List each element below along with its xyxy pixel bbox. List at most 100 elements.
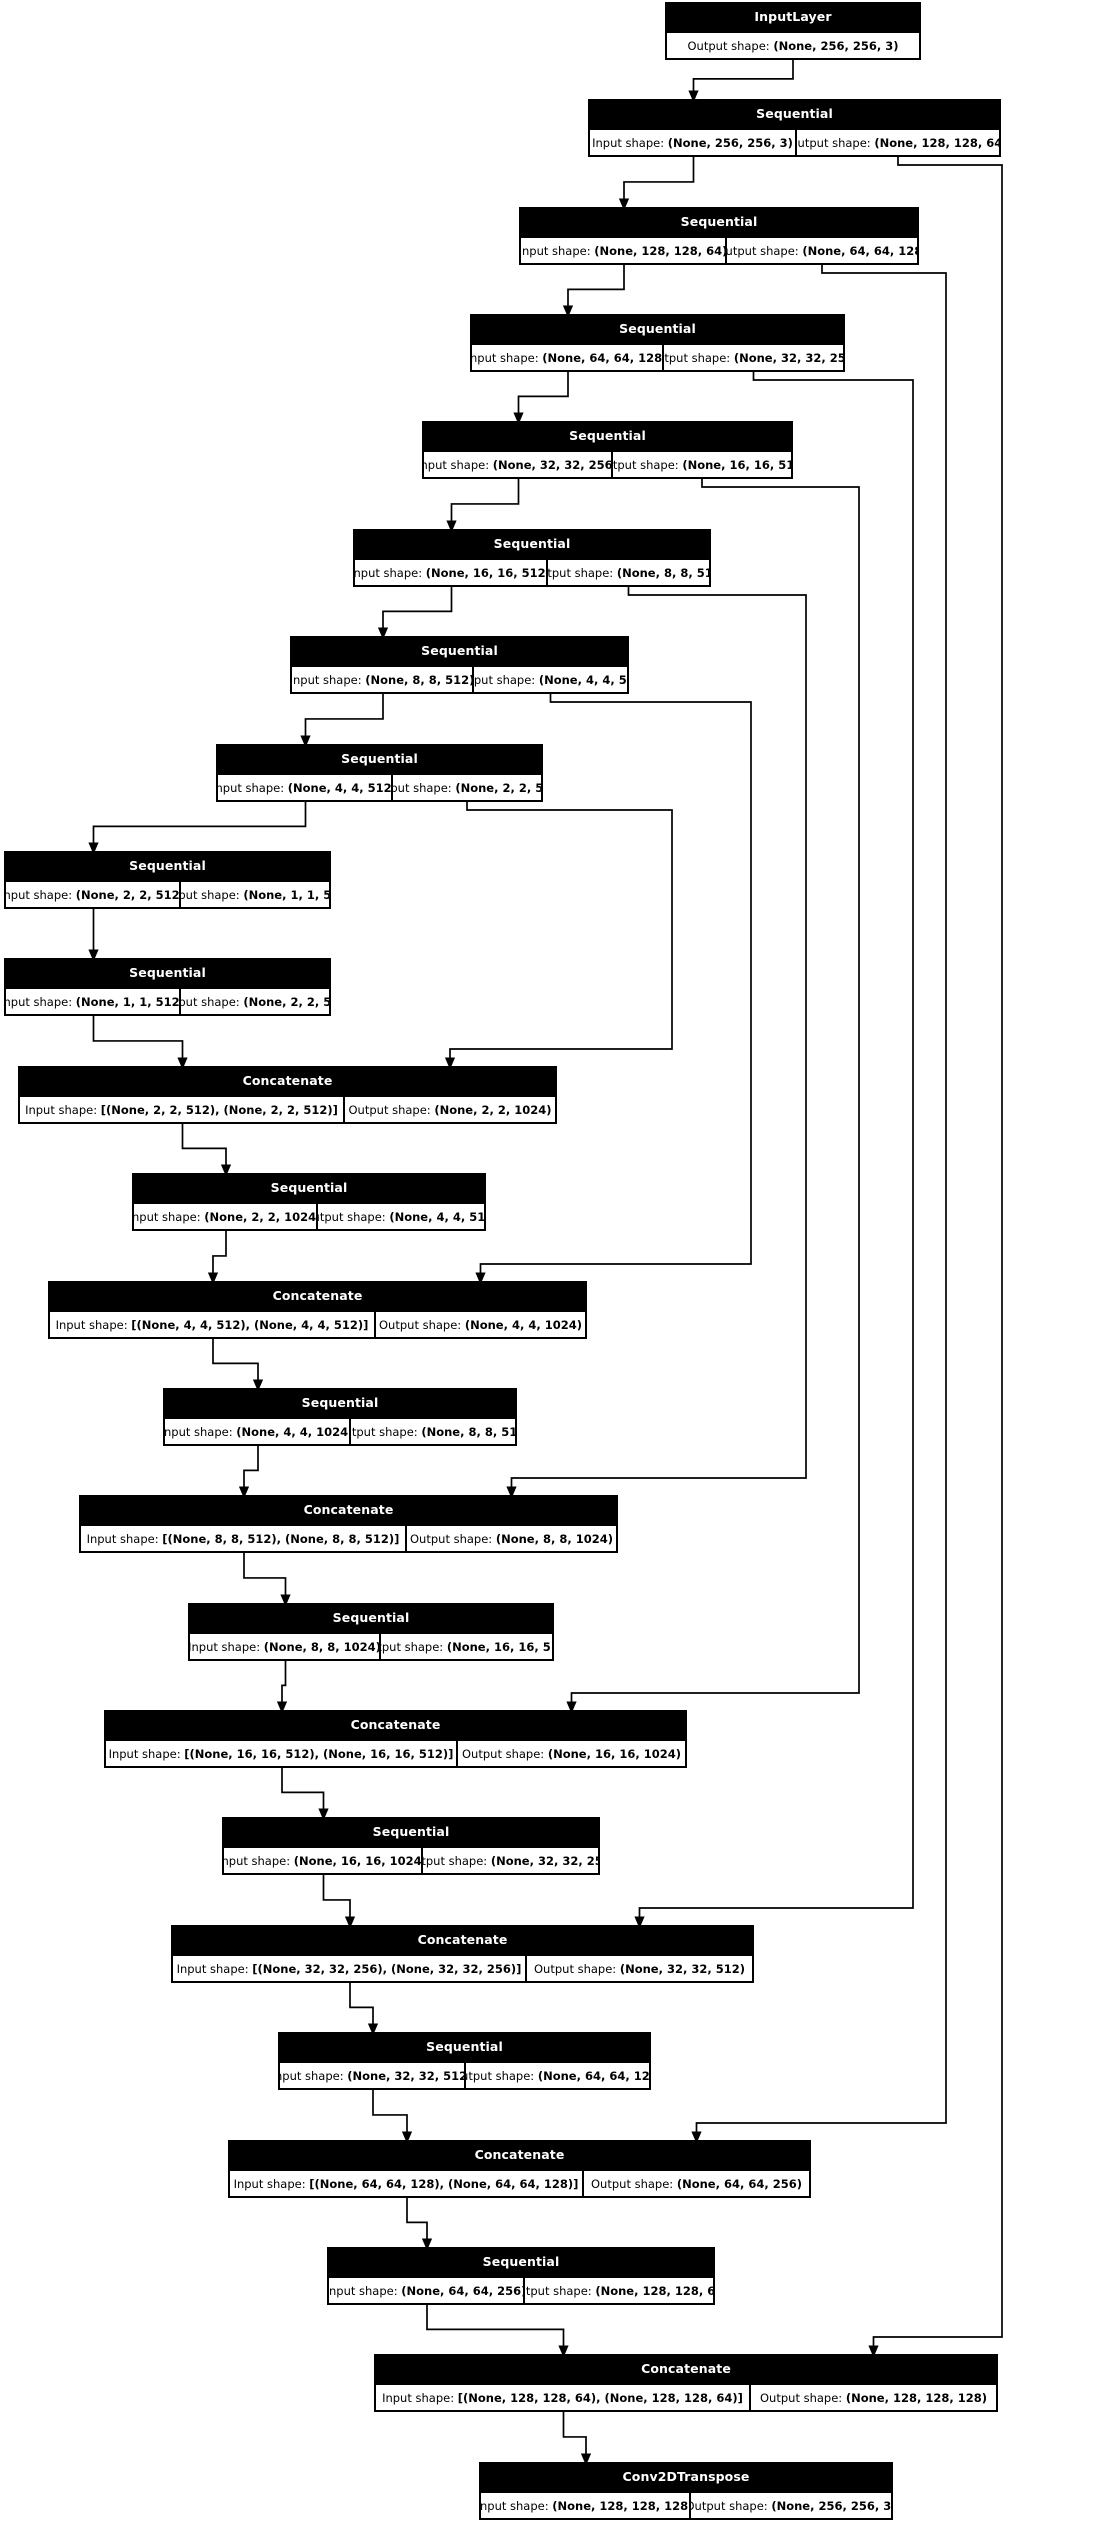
input-shape-value: [(None, 16, 16, 512), (None, 16, 16, 512…	[184, 1746, 454, 1761]
node-input-shape: Input shape: (None, 64, 64, 256)	[329, 2278, 525, 2303]
edge-chain	[562, 2410, 592, 2466]
edge-chain	[406, 2196, 433, 2251]
output-shape-value: (None, 8, 8, 512)	[616, 565, 709, 580]
input-shape-prefix: Input shape:	[218, 780, 288, 795]
output-shape-prefix: Output shape:	[687, 38, 774, 53]
output-shape-value: (None, 8, 8, 1024)	[495, 1531, 613, 1546]
edge-chain	[212, 1337, 264, 1392]
input-shape-prefix: Input shape:	[165, 1424, 237, 1439]
node-input-shape: Input shape: [(None, 16, 16, 512), (None…	[106, 1741, 458, 1766]
edge-chain	[281, 1766, 329, 1821]
input-shape-prefix: Input shape:	[472, 350, 543, 365]
edge-chain	[238, 1444, 259, 1499]
edge-chain	[513, 370, 569, 425]
output-shape-prefix: Output shape:	[534, 1961, 620, 1976]
node-output-shape: Output shape: (None, 8, 8, 512)	[548, 560, 709, 585]
node-input-shape: Input shape: [(None, 32, 32, 256), (None…	[173, 1956, 527, 1981]
node-shape-row: Input shape: (None, 2, 2, 1024)Output sh…	[134, 1202, 484, 1229]
output-shape-value: (None, 8, 8, 512)	[421, 1424, 515, 1439]
node-output-shape: Output shape: (None, 128, 128, 64)	[525, 2278, 713, 2303]
output-shape-value: (None, 64, 64, 128)	[802, 243, 917, 258]
output-shape-value: (None, 32, 32, 256)	[733, 350, 843, 365]
input-shape-prefix: Input shape:	[55, 1317, 132, 1332]
input-shape-value: (None, 16, 16, 1024)	[293, 1853, 423, 1868]
output-shape-value: (None, 16, 16, 512)	[446, 1639, 552, 1654]
output-shape-value: (None, 2, 2, 512)	[243, 994, 329, 1009]
output-shape-value: (None, 64, 64, 128)	[537, 2068, 649, 2083]
output-shape-prefix: Output shape:	[318, 1209, 386, 1224]
input-shape-prefix: Input shape:	[176, 1961, 253, 1976]
edge-chain	[349, 1981, 379, 2036]
output-shape-prefix: Output shape:	[548, 565, 614, 580]
node-shape-row: Input shape: (None, 16, 16, 1024)Output …	[224, 1846, 598, 1873]
input-shape-prefix: Input shape:	[190, 1639, 264, 1654]
node-type-label: Sequential	[424, 423, 791, 450]
node-shape-row: Input shape: (None, 8, 8, 512)Output sha…	[292, 665, 627, 692]
output-shape-prefix: Output shape:	[727, 243, 799, 258]
input-shape-value: (None, 128, 128, 64)	[594, 243, 727, 258]
node-type-label: Sequential	[165, 1390, 515, 1417]
output-shape-prefix: Output shape:	[423, 1853, 488, 1868]
node-type-label: Sequential	[6, 853, 329, 880]
output-shape-prefix: Output shape:	[181, 887, 240, 902]
input-shape-value: [(None, 128, 128, 64), (None, 128, 128, …	[457, 2390, 743, 2405]
input-shape-value: (None, 8, 8, 512)	[365, 672, 474, 687]
node-output-shape: Output shape: (None, 16, 16, 512)	[381, 1634, 552, 1659]
node-shape-row: Output shape: (None, 256, 256, 3)	[667, 31, 919, 58]
node-shape-row: Input shape: (None, 128, 128, 128)Output…	[481, 2491, 891, 2518]
input-shape-prefix: Input shape:	[424, 457, 493, 472]
node-shape-row: Input shape: (None, 4, 4, 1024)Output sh…	[165, 1417, 515, 1444]
output-shape-prefix: Output shape:	[348, 1102, 435, 1117]
output-shape-prefix: Output shape:	[797, 135, 875, 150]
node-shape-row: Input shape: (None, 64, 64, 128)Output s…	[472, 343, 843, 370]
input-shape-prefix: Input shape:	[6, 887, 76, 902]
edge-skip	[691, 263, 947, 2144]
output-shape-prefix: Output shape:	[691, 2498, 772, 2513]
input-shape-prefix: Input shape:	[224, 1853, 294, 1868]
node-shape-row: Input shape: (None, 16, 16, 512)Output s…	[355, 558, 709, 585]
node-output-shape: Output shape: (None, 128, 128, 64)	[797, 130, 999, 155]
node-shape-row: Input shape: (None, 256, 256, 3)Output s…	[590, 128, 999, 155]
node-type-label: Sequential	[224, 1819, 598, 1846]
input-shape-value: [(None, 4, 4, 512), (None, 4, 4, 512)]	[131, 1317, 369, 1332]
node-input-shape: Input shape: [(None, 8, 8, 512), (None, …	[81, 1526, 407, 1551]
node-input-shape: Input shape: (None, 8, 8, 512)	[292, 667, 474, 692]
input-shape-value: [(None, 64, 64, 128), (None, 64, 64, 128…	[309, 2176, 579, 2191]
edge-skip	[444, 800, 673, 1070]
input-shape-value: (None, 4, 4, 1024)	[236, 1424, 351, 1439]
output-shape-value: (None, 2, 2, 1024)	[434, 1102, 552, 1117]
node-output-shape: Output shape: (None, 1, 1, 512)	[181, 882, 329, 907]
node-output-shape: Output shape: (None, 256, 256, 3)	[667, 33, 919, 58]
node-type-label: Sequential	[472, 316, 843, 343]
node-type-label: Concatenate	[230, 2142, 809, 2169]
input-shape-value: (None, 1, 1, 512)	[75, 994, 181, 1009]
input-shape-prefix: Input shape:	[280, 2068, 344, 2083]
edge-chain	[322, 1873, 356, 1929]
output-shape-value: (None, 4, 4, 1024)	[464, 1317, 582, 1332]
node-shape-row: Input shape: [(None, 2, 2, 512), (None, …	[20, 1095, 555, 1122]
